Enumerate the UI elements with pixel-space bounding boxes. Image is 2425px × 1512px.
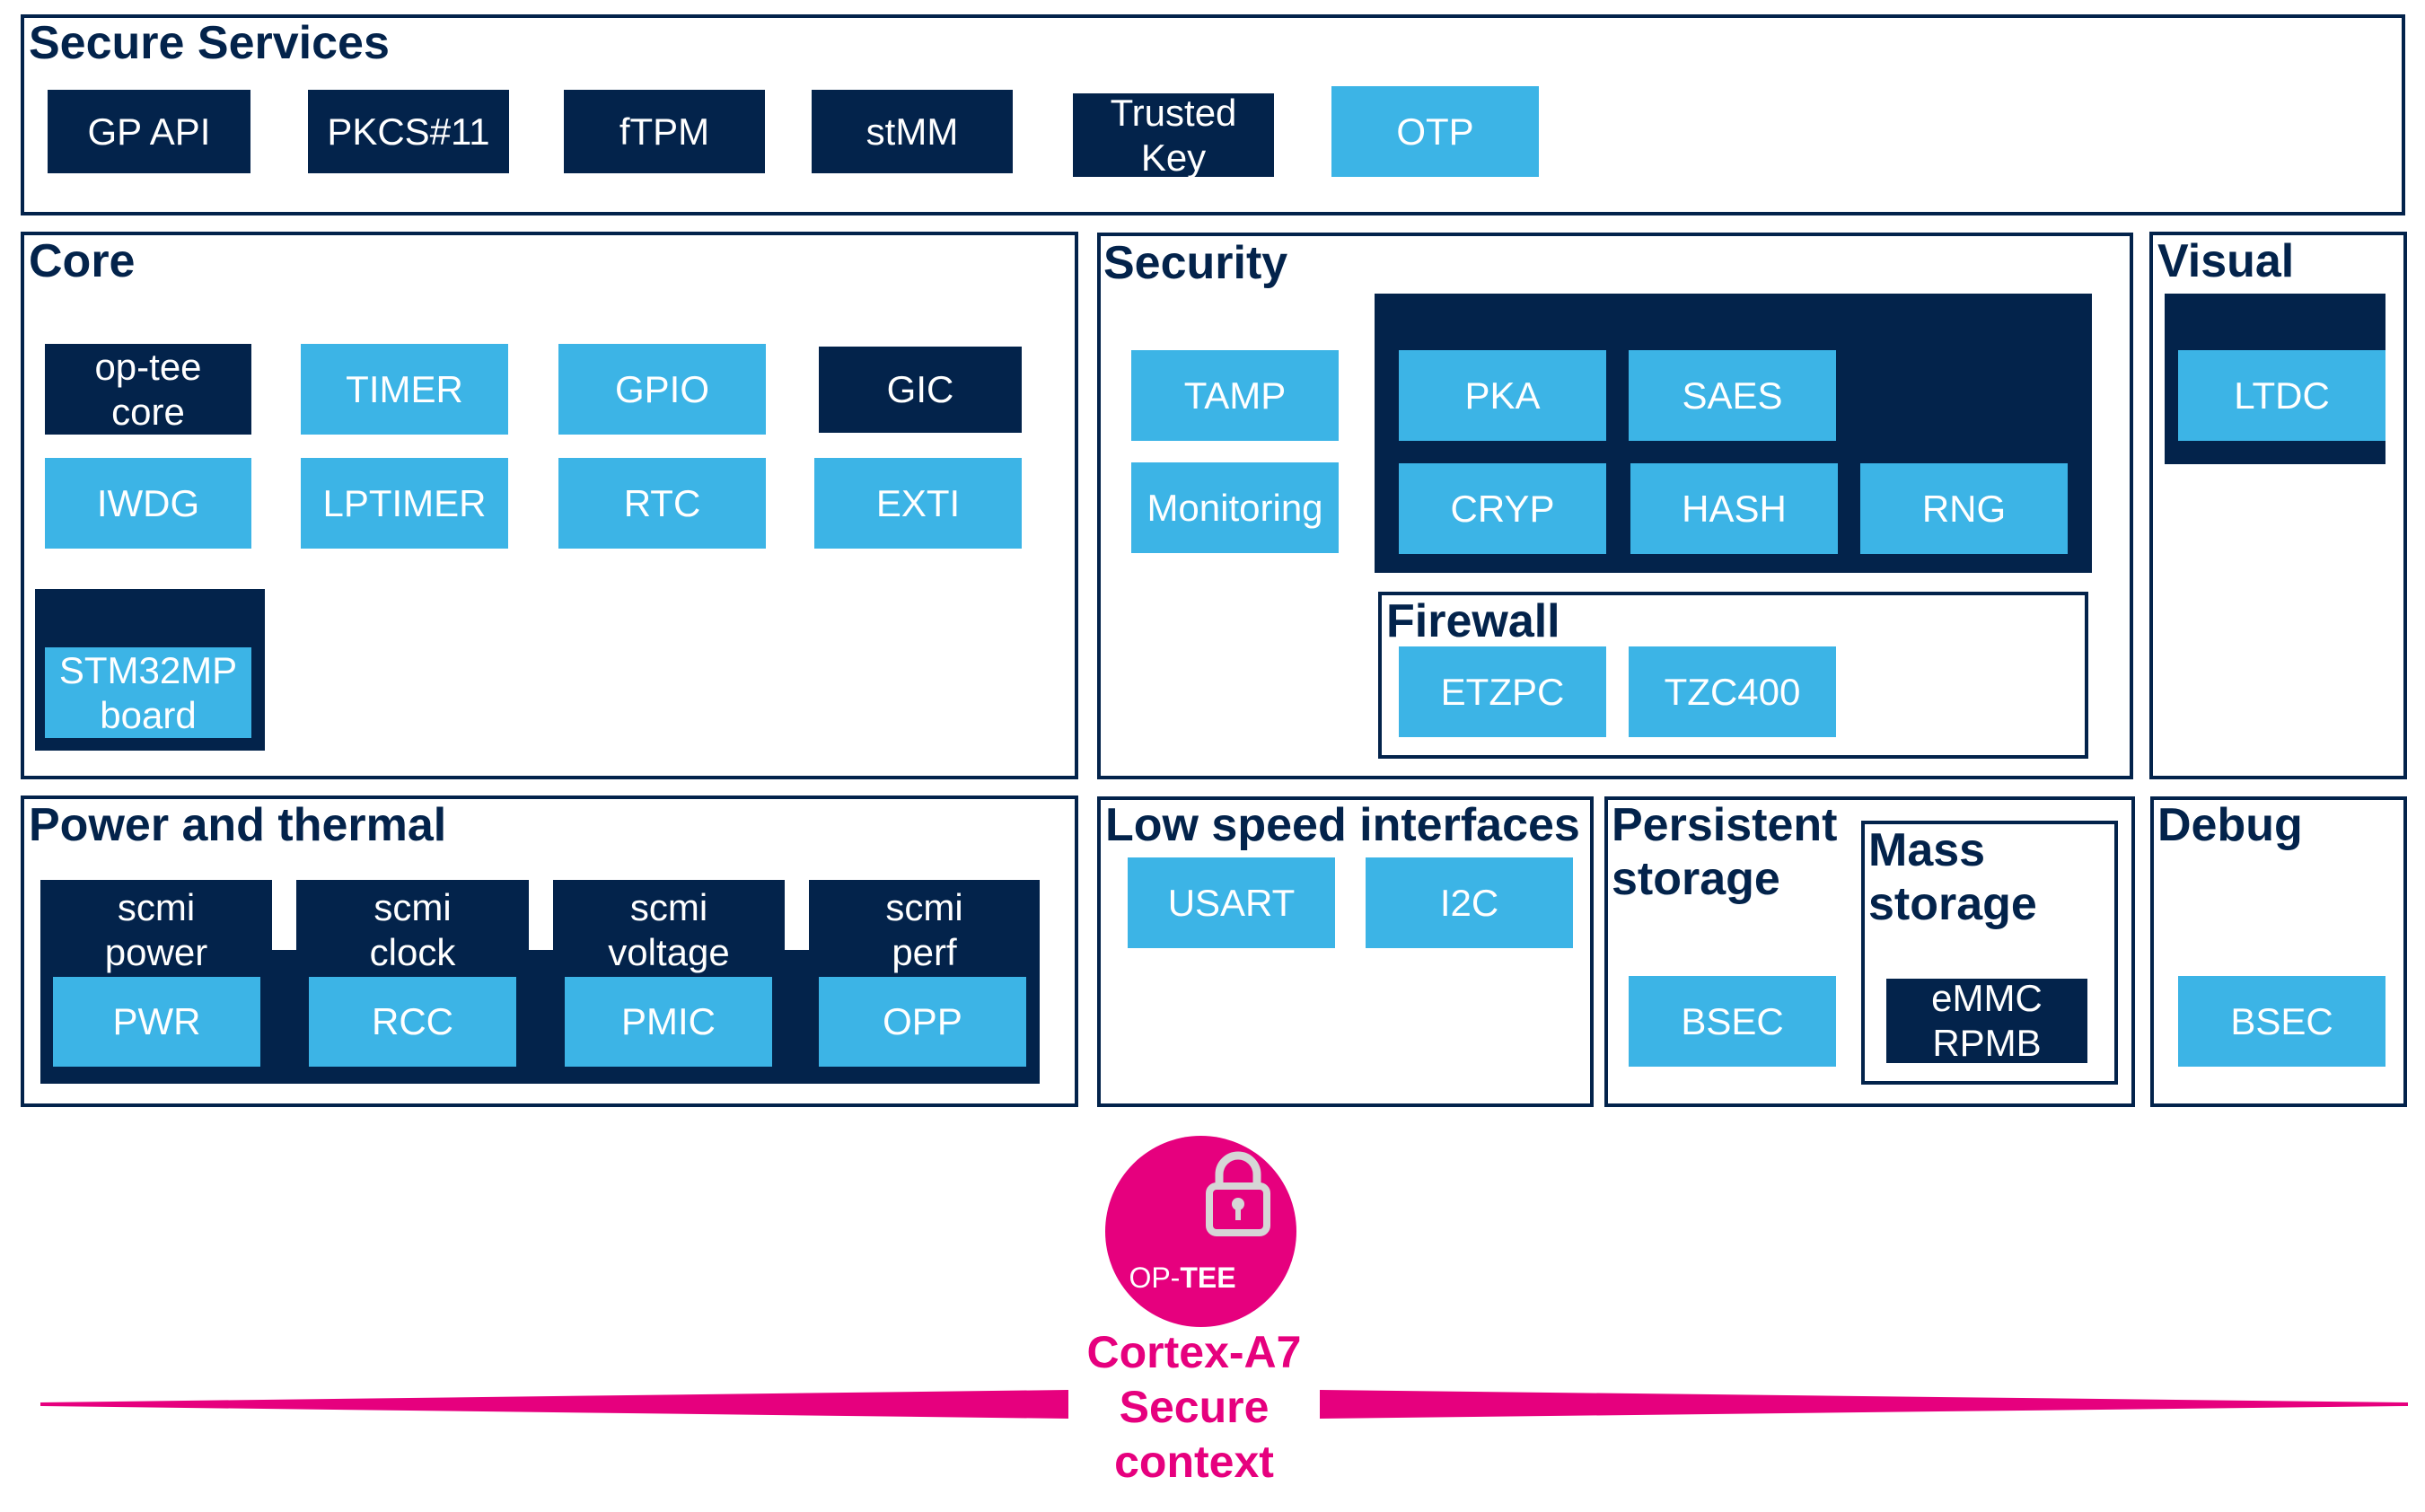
low-speed-title: Low speed interfaces <box>1105 799 1580 851</box>
trusted-key-block: Trusted Key <box>1073 92 1274 179</box>
gic-block: GIC <box>819 347 1022 433</box>
scmi-power-label: scmi power <box>104 886 208 973</box>
tzc400-block: TZC400 <box>1629 646 1836 737</box>
security-title: Security <box>1103 237 1288 289</box>
scmi-clock-label: scmi clock <box>369 886 456 973</box>
otp-block: OTP <box>1331 86 1539 177</box>
padlock-icon <box>1206 1151 1270 1236</box>
firewall-title: Firewall <box>1386 595 1560 647</box>
cortex-a7-secure-context-label: Cortex-A7 Secure context <box>1086 1327 1302 1487</box>
low-speed-group <box>1097 796 1594 1107</box>
rng-block: RNG <box>1860 463 2068 554</box>
optee-label: OP-TEE <box>1105 1261 1260 1295</box>
stm32mp-board-block: STM32MP board <box>45 647 251 738</box>
debug-title: Debug <box>2157 799 2303 851</box>
exti-block: EXTI <box>814 458 1022 549</box>
pkcs11-block: PKCS#11 <box>308 90 509 173</box>
optee-prefix: OP- <box>1129 1261 1181 1294</box>
scmi-perf-label: scmi perf <box>885 886 963 973</box>
op-tee-core-block: op-tee core <box>45 344 251 435</box>
bsec-storage-block: BSEC <box>1629 976 1836 1067</box>
power-thermal-gap <box>785 880 809 950</box>
gp-api-block: GP API <box>48 90 250 173</box>
pwr-block: PWR <box>53 977 260 1067</box>
pka-block: PKA <box>1399 350 1606 441</box>
emmc-rpmb-block: eMMC RPMB <box>1886 977 2087 1064</box>
cryp-block: CRYP <box>1399 463 1606 554</box>
scmi-voltage-label: scmi voltage <box>608 886 730 973</box>
iwdg-block: IWDG <box>45 458 251 549</box>
power-thermal-title: Power and thermal <box>29 799 447 851</box>
pmic-block: PMIC <box>565 977 772 1067</box>
opp-block: OPP <box>819 977 1026 1067</box>
persistent-storage-title: Persistent storage <box>1612 799 1838 905</box>
monitoring-block: Monitoring <box>1131 462 1339 553</box>
power-thermal-gap <box>272 880 296 950</box>
visual-title: Visual <box>2157 235 2295 287</box>
etzpc-block: ETZPC <box>1399 646 1606 737</box>
bsec-debug-block: BSEC <box>2178 976 2385 1067</box>
ftpm-block: fTPM <box>564 90 765 173</box>
usart-block: USART <box>1128 857 1335 948</box>
power-thermal-gap <box>529 880 553 950</box>
i2c-block: I2C <box>1366 857 1573 948</box>
lptimer-block: LPTIMER <box>301 458 508 549</box>
optee-suffix: TEE <box>1180 1261 1236 1294</box>
mass-storage-title: Mass storage <box>1868 824 2037 930</box>
saes-block: SAES <box>1629 350 1836 441</box>
stmm-block: stMM <box>812 90 1013 173</box>
gpio-block: GPIO <box>558 344 766 435</box>
core-title: Core <box>29 235 136 287</box>
ltdc-block: LTDC <box>2178 350 2385 441</box>
tamp-block: TAMP <box>1131 350 1339 441</box>
hash-block: HASH <box>1630 463 1838 554</box>
secure-services-title: Secure Services <box>29 17 390 69</box>
rtc-block: RTC <box>558 458 766 549</box>
timer-block: TIMER <box>301 344 508 435</box>
rcc-block: RCC <box>309 977 516 1067</box>
